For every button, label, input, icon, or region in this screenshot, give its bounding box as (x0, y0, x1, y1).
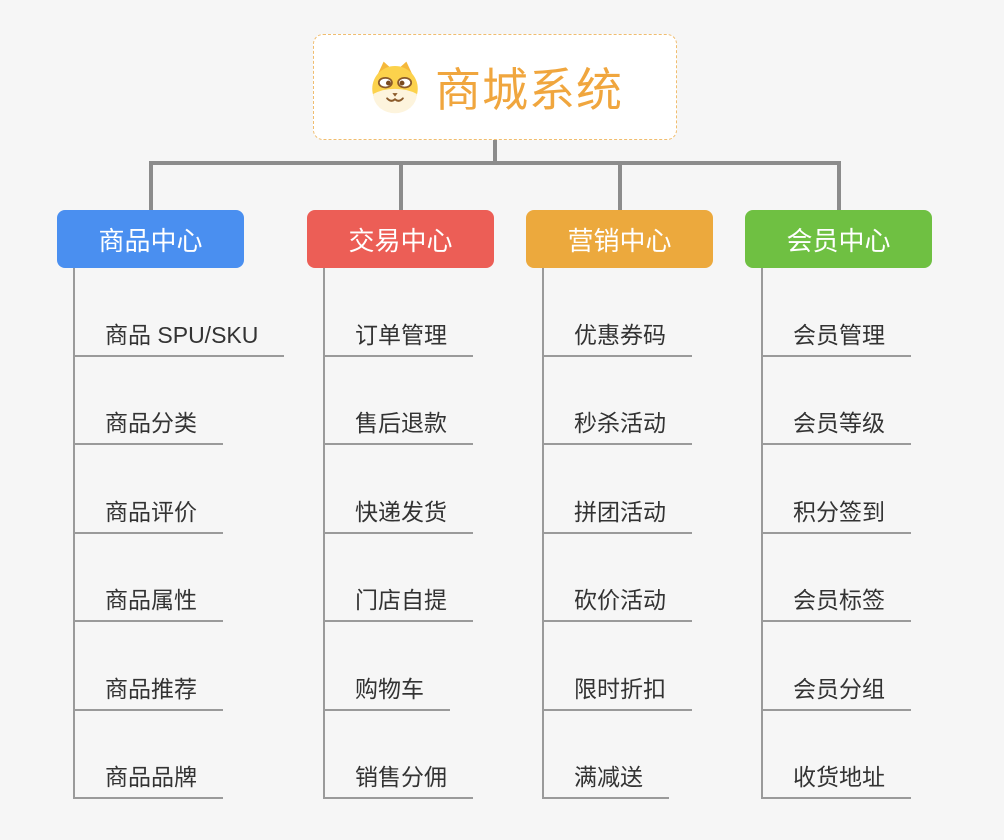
mindmap-item-label: 秒杀活动 (544, 404, 692, 445)
dog-face-icon (372, 61, 418, 114)
mindmap-item[interactable]: 会员管理 (763, 268, 911, 357)
mindmap-item-label: 会员标签 (763, 581, 911, 622)
mindmap-item-label: 会员等级 (763, 404, 911, 445)
mindmap-item-label: 积分签到 (763, 493, 911, 534)
connector-branch-drop (148, 163, 153, 210)
root-node[interactable]: 商城系统 (313, 34, 677, 140)
mindmap-item[interactable]: 订单管理 (325, 268, 473, 357)
mindmap-item-label: 商品评价 (75, 493, 223, 534)
connector-branch-drop (398, 163, 403, 210)
root-title: 商城系统 (435, 64, 623, 116)
mindmap-item-label: 售后退款 (325, 404, 473, 445)
mindmap-item[interactable]: 满减送 (544, 711, 692, 799)
mindmap-item-label: 快递发货 (325, 493, 473, 534)
connector-root-drop (493, 140, 497, 165)
mindmap-item-label: 商品品牌 (75, 758, 223, 799)
mindmap-item[interactable]: 会员等级 (763, 357, 911, 445)
branch-items-column-3: 会员管理会员等级积分签到会员标签会员分组收货地址 (761, 268, 911, 799)
branch-header-1[interactable]: 交易中心 (307, 210, 494, 268)
mindmap-item-label: 优惠券码 (544, 316, 692, 357)
branch-header-3[interactable]: 会员中心 (745, 210, 932, 268)
connector-bus (148, 161, 841, 165)
mindmap-item-label: 销售分佣 (325, 758, 473, 799)
mindmap-item[interactable]: 收货地址 (763, 711, 911, 799)
branch-items-column-0: 商品 SPU/SKU 商品分类商品评价商品属性商品推荐商品品牌 (73, 268, 285, 799)
mindmap-item-label: 商品分类 (75, 404, 223, 445)
mindmap-item[interactable]: 限时折扣 (544, 622, 692, 711)
mindmap-item-label: 订单管理 (325, 316, 473, 357)
mindmap-item-label: 门店自提 (325, 581, 473, 622)
mindmap-item[interactable]: 商品属性 (75, 534, 284, 622)
mindmap-item[interactable]: 会员标签 (763, 534, 911, 622)
mindmap-item[interactable]: 门店自提 (325, 534, 473, 622)
mindmap-item[interactable]: 商品评价 (75, 445, 284, 534)
mindmap-item[interactable]: 售后退款 (325, 357, 473, 445)
mindmap-item[interactable]: 商品品牌 (75, 711, 284, 799)
mindmap-item[interactable]: 拼团活动 (544, 445, 692, 534)
mindmap-item-label: 商品推荐 (75, 670, 223, 711)
mindmap-item-label: 限时折扣 (544, 670, 692, 711)
mindmap-item[interactable]: 会员分组 (763, 622, 911, 711)
mindmap-item-label: 拼团活动 (544, 493, 692, 534)
branch-items-column-2: 优惠券码秒杀活动拼团活动砍价活动限时折扣满减送 (542, 268, 692, 799)
branch-items-column-1: 订单管理售后退款快递发货门店自提购物车销售分佣 (323, 268, 473, 799)
mindmap-item[interactable]: 商品 SPU/SKU (75, 268, 285, 357)
mindmap-item[interactable]: 商品推荐 (75, 622, 284, 711)
mindmap-item[interactable]: 砍价活动 (544, 534, 692, 622)
mindmap-item[interactable]: 快递发货 (325, 445, 473, 534)
mindmap-item-label: 商品属性 (75, 581, 223, 622)
branch-header-0[interactable]: 商品中心 (57, 210, 244, 268)
mindmap-item-label: 满减送 (544, 758, 669, 799)
mindmap-item[interactable]: 销售分佣 (325, 711, 473, 799)
mindmap-item[interactable]: 购物车 (325, 622, 473, 711)
branch-header-2[interactable]: 营销中心 (526, 210, 713, 268)
mindmap-item[interactable]: 积分签到 (763, 445, 911, 534)
mindmap-item[interactable]: 商品分类 (75, 357, 284, 445)
mindmap-item[interactable]: 优惠券码 (544, 268, 692, 357)
mindmap-item[interactable]: 秒杀活动 (544, 357, 692, 445)
mindmap-item-label: 会员分组 (763, 670, 911, 711)
mindmap-item-label: 收货地址 (763, 758, 911, 799)
mindmap-item-label: 会员管理 (763, 316, 911, 357)
connector-branch-drop (617, 163, 622, 210)
connector-branch-drop (836, 163, 841, 210)
mindmap-item-label: 砍价活动 (544, 581, 692, 622)
mindmap-item-label: 商品 SPU/SKU (75, 316, 285, 357)
mindmap-item-label: 购物车 (325, 670, 450, 711)
